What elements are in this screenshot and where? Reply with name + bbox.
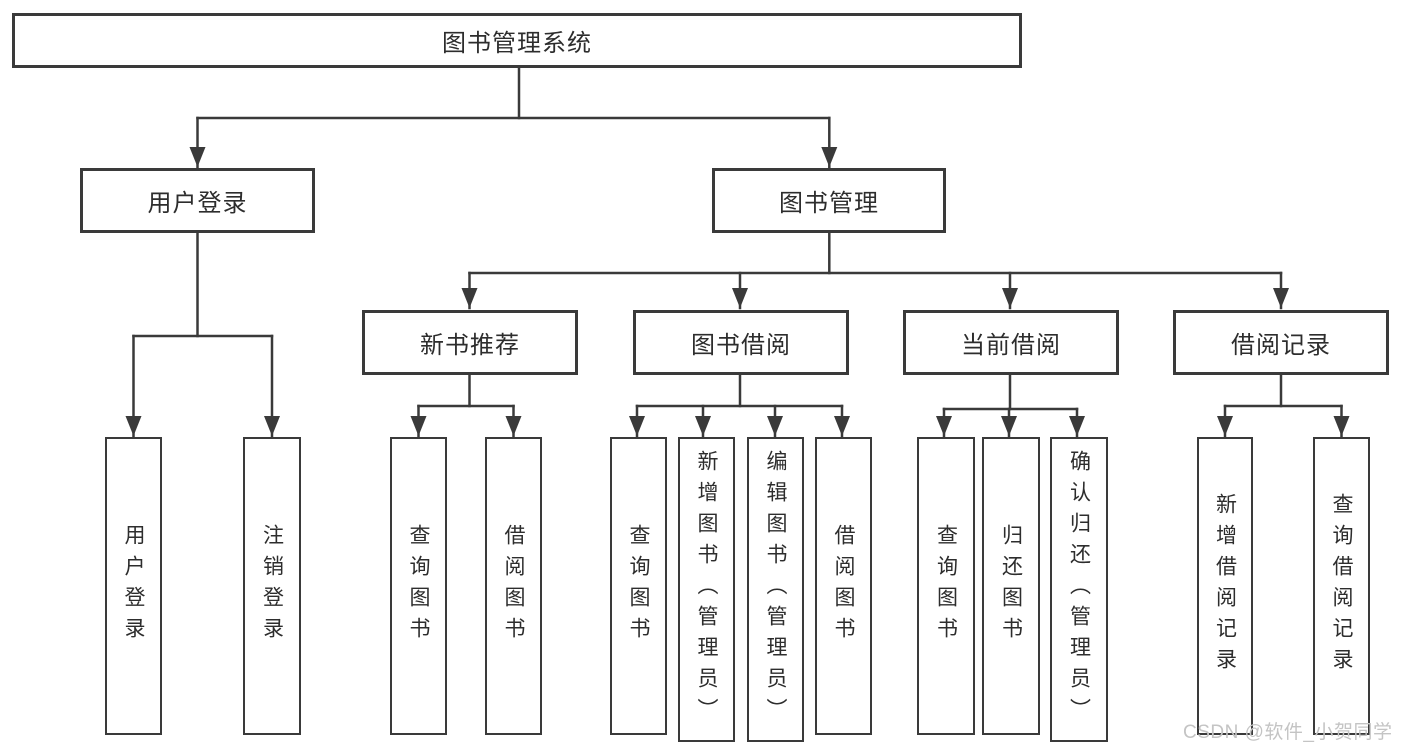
connector-borrowing-records-children bbox=[1217, 373, 1350, 438]
connector-current-borrowing-children bbox=[936, 373, 1085, 438]
leaf-label: 编辑图书（管理员） bbox=[764, 450, 787, 729]
connector-new-book-recommend-children bbox=[410, 373, 522, 438]
leaf-label: 查询图书 bbox=[934, 524, 958, 648]
node-label: 新书推荐 bbox=[420, 332, 520, 359]
leaf-add-borrow-record: 新增借阅记录 bbox=[1197, 437, 1253, 735]
leaf-return-book: 归还图书 bbox=[982, 437, 1040, 735]
leaf-add-book-admin: 新增图书（管理员） bbox=[678, 437, 735, 742]
leaf-confirm-return-admin: 确认归还（管理员） bbox=[1050, 437, 1108, 742]
leaf-label: 借阅图书 bbox=[832, 524, 855, 648]
leaf-label: 借阅图书 bbox=[502, 524, 525, 648]
leaf-label: 用户登录 bbox=[122, 524, 145, 648]
node-label: 图书借阅 bbox=[691, 332, 791, 359]
node-label: 用户登录 bbox=[147, 190, 248, 217]
node-book-borrowing: 图书借阅 bbox=[633, 310, 849, 375]
leaf-borrow-books: 借阅图书 bbox=[815, 437, 872, 735]
leaf-query-books-current: 查询图书 bbox=[917, 437, 975, 735]
leaf-logout: 注销登录 bbox=[243, 437, 301, 735]
leaf-query-books-borrowing: 查询图书 bbox=[610, 437, 667, 735]
leaf-edit-book-admin: 编辑图书（管理员） bbox=[747, 437, 804, 742]
node-label: 图书管理系统 bbox=[442, 30, 592, 57]
leaf-borrow-books-recommend: 借阅图书 bbox=[485, 437, 542, 735]
node-label: 借阅记录 bbox=[1231, 332, 1331, 359]
leaf-label: 确认归还（管理员） bbox=[1067, 450, 1091, 729]
node-library-management-system: 图书管理系统 bbox=[12, 13, 1022, 68]
leaf-label: 查询图书 bbox=[407, 524, 430, 648]
leaf-label: 注销登录 bbox=[260, 524, 284, 648]
connector-book-borrowing-children bbox=[629, 373, 850, 438]
leaf-label: 归还图书 bbox=[999, 524, 1023, 648]
leaf-user-login: 用户登录 bbox=[105, 437, 162, 735]
connector-book-management-children bbox=[461, 231, 1289, 310]
leaf-label: 查询图书 bbox=[627, 524, 650, 648]
node-label: 图书管理 bbox=[779, 190, 879, 217]
node-current-borrowing: 当前借阅 bbox=[903, 310, 1119, 375]
csdn-watermark: CSDN @软件_小贺同学 bbox=[1183, 722, 1393, 743]
node-borrowing-records: 借阅记录 bbox=[1173, 310, 1389, 375]
leaf-label: 查询借阅记录 bbox=[1330, 493, 1353, 679]
node-user-login: 用户登录 bbox=[80, 168, 315, 233]
leaf-label: 新增图书（管理员） bbox=[695, 450, 718, 729]
node-label: 当前借阅 bbox=[961, 332, 1061, 359]
connector-root-to-level2 bbox=[189, 66, 838, 169]
node-book-management: 图书管理 bbox=[712, 168, 946, 233]
leaf-query-borrow-record: 查询借阅记录 bbox=[1313, 437, 1370, 735]
connector-user-login-children bbox=[125, 231, 280, 438]
leaf-label: 新增借阅记录 bbox=[1213, 493, 1237, 679]
leaf-query-books-recommend: 查询图书 bbox=[390, 437, 447, 735]
node-new-book-recommend: 新书推荐 bbox=[362, 310, 578, 375]
